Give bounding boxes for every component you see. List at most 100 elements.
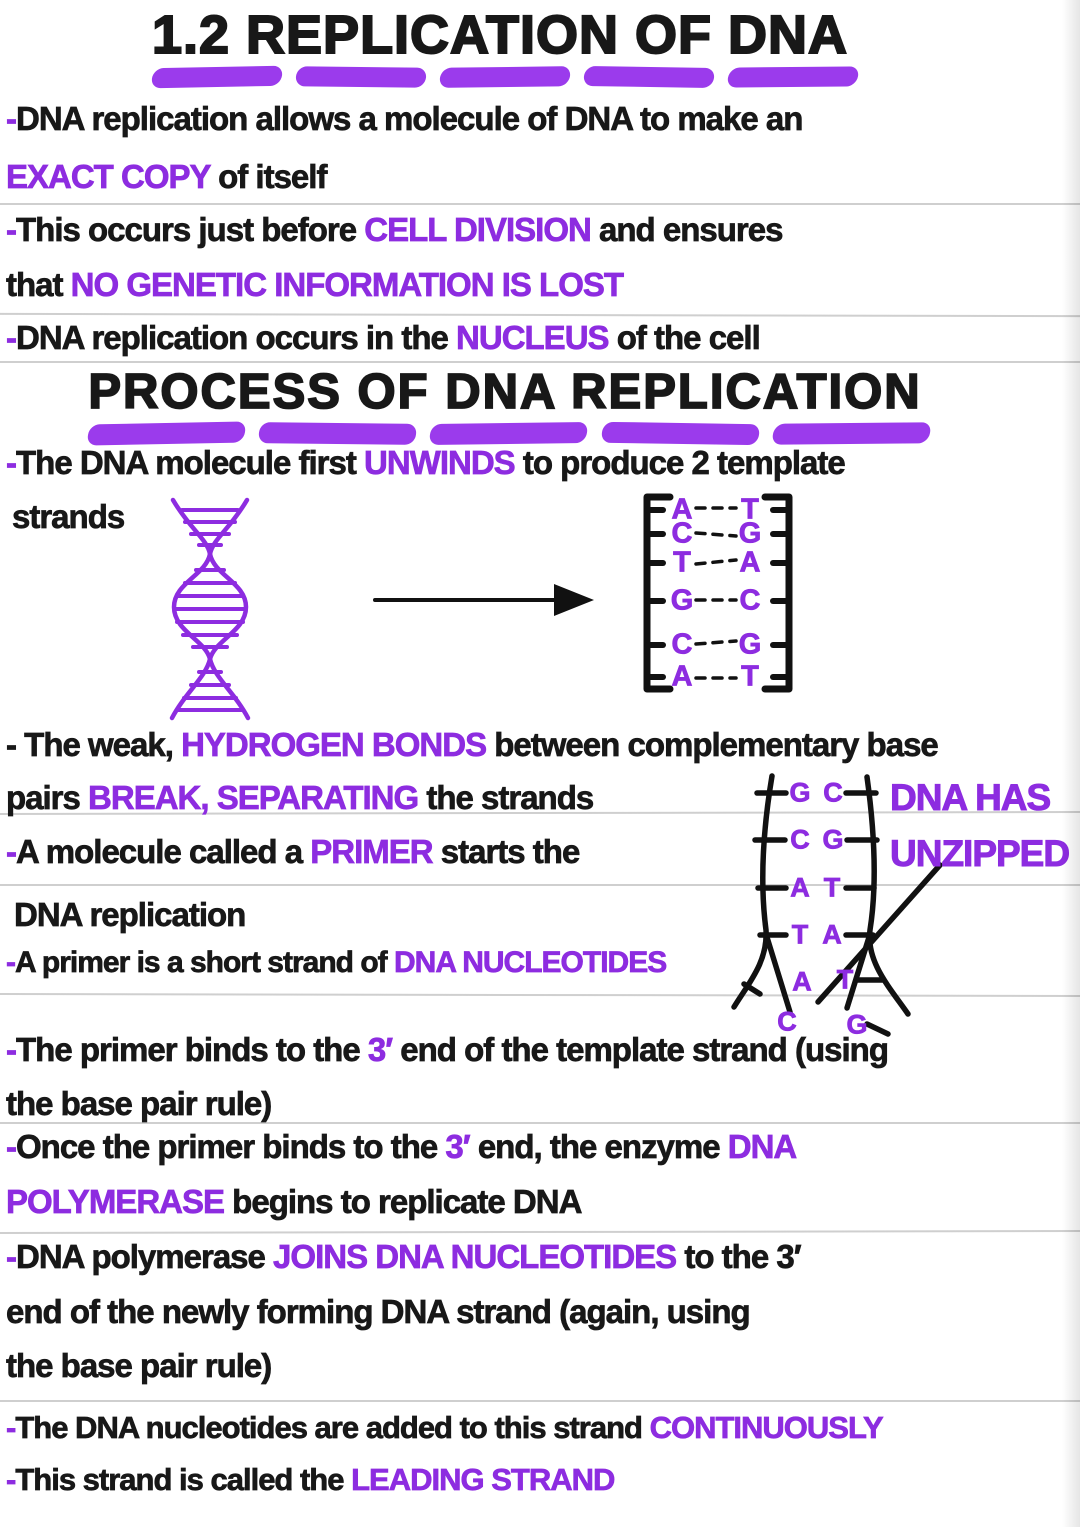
text-segment: - (6, 444, 18, 481)
text-segment: begins to replicate DNA (224, 1183, 583, 1220)
text-segment: BREAK, SEPARATING (88, 779, 420, 816)
text-segment: This occurs just before (16, 211, 365, 248)
text-segment: that (6, 266, 71, 303)
text-segment: and ensures (590, 211, 784, 248)
text-segment: between complementary base (486, 726, 939, 763)
base-letter: G (846, 1009, 868, 1040)
unzipped-strands-drawing (731, 773, 943, 1037)
highlight-stroke (150, 65, 284, 89)
base-letter: T (836, 964, 854, 995)
note-line: the base pair rule) (6, 1347, 273, 1384)
text-segment: end of the template strand (using (392, 1031, 889, 1068)
unzipped-caption-line1: DNA HAS (890, 777, 1052, 819)
text-segment: Once the primer binds to the (16, 1128, 446, 1165)
text-segment: - (6, 211, 18, 248)
text-segment: A primer is a short strand of (15, 946, 394, 979)
ladder-brackets-drawing (643, 493, 793, 693)
note-line: DNA replication (14, 898, 247, 932)
text-segment: CELL DIVISION (364, 211, 592, 248)
text-segment: DNA (727, 1128, 797, 1165)
highlight-stroke (438, 66, 572, 88)
text-segment: This strand is called the (15, 1462, 352, 1497)
text-segment: - (6, 1410, 17, 1445)
highlight-stroke (86, 421, 247, 446)
note-line: -The primer binds to the 3′ end of the t… (6, 1031, 890, 1068)
base-letter: C (777, 1006, 797, 1037)
ruled-line (0, 1122, 1080, 1124)
base-letter: T (741, 660, 760, 693)
base-letter: T (741, 493, 760, 526)
unzipped-caption: DNA HAS UNZIPPED (890, 770, 1080, 881)
note-line: EXACT COPY of itself (6, 158, 328, 195)
note-line: pairs BREAK, SEPARATING the strands (6, 779, 595, 816)
text-segment: UNWINDS (364, 444, 516, 481)
base-letter: C (823, 777, 843, 808)
arrow-icon (370, 580, 598, 620)
ruled-line (0, 1400, 1080, 1402)
base-letter: C (671, 517, 693, 550)
base-letter: G (789, 777, 811, 808)
note-line: -This occurs just before CELL DIVISION a… (6, 211, 784, 248)
text-segment: starts the (432, 833, 580, 870)
base-letter: A (822, 919, 842, 950)
highlight-stroke (294, 66, 428, 88)
ruled-line (0, 312, 1080, 318)
text-segment: A molecule called a (16, 833, 311, 870)
text-segment: EXACT COPY (6, 158, 212, 195)
text-segment: - (6, 833, 18, 870)
highlight-stroke (428, 422, 590, 445)
ruled-line (0, 203, 1080, 205)
base-letter: T (823, 872, 841, 903)
text-segment: the strands (418, 779, 595, 816)
text-segment: PRIMER (310, 833, 434, 870)
text-segment: DNA replication occurs in the (16, 319, 457, 356)
base-letter: A (671, 493, 693, 526)
text-segment: the base pair rule) (6, 1347, 273, 1384)
base-letter: T (673, 546, 692, 579)
base-letter: C (739, 584, 761, 617)
text-segment: - (6, 1031, 18, 1068)
note-line: end of the newly forming DNA strand (aga… (6, 1295, 751, 1329)
unzipped-caption-line2: UNZIPPED (890, 832, 1071, 874)
highlight-stroke (726, 66, 860, 88)
note-line: -Once the primer binds to the 3′ end, th… (6, 1128, 798, 1165)
text-segment: DNA replication allows a molecule of DNA… (16, 100, 804, 137)
text-segment: HYDROGEN BONDS (181, 726, 488, 763)
base-letter: T (791, 919, 809, 950)
note-line: -A primer is a short strand of DNA NUCLE… (6, 946, 668, 979)
text-segment: POLYMERASE (6, 1183, 226, 1220)
base-letter: C (671, 628, 693, 661)
text-segment: DNA polymerase (16, 1238, 274, 1275)
note-line: -DNA replication occurs in the NUCLEUS o… (6, 319, 761, 356)
text-segment: to the 3′ (676, 1238, 802, 1275)
base-letter: G (738, 628, 762, 661)
text-segment: NUCLEUS (456, 319, 610, 356)
text-segment: - (6, 1128, 18, 1165)
base-letter: A (792, 966, 812, 997)
text-segment: - (6, 1462, 17, 1497)
text-segment: The DNA nucleotides are added to this st… (15, 1410, 650, 1445)
highlight-stroke (770, 422, 932, 445)
text-segment: NO GENETIC INFORMATION IS LOST (70, 266, 624, 303)
base-letter: A (739, 546, 761, 579)
text-segment: LEADING STRAND (351, 1462, 616, 1497)
text-segment: CONTINUOUSLY (649, 1410, 884, 1445)
text-segment: The primer binds to the (16, 1031, 368, 1068)
note-line: strands (12, 500, 126, 534)
text-segment: - The weak, (6, 726, 182, 763)
title-highlight-underline (150, 65, 860, 89)
highlight-stroke (582, 65, 716, 89)
note-line: -This strand is called the LEADING STRAN… (6, 1462, 616, 1497)
ruled-line (0, 1230, 1080, 1234)
dna-double-helix-illustration (160, 497, 260, 723)
ruled-line (0, 361, 1080, 363)
section-highlight-underline (86, 421, 932, 446)
text-segment: 3′ (445, 1128, 471, 1165)
base-letter: A (790, 872, 810, 903)
text-segment: - (6, 100, 18, 137)
note-line: -The DNA molecule first UNWINDS to produ… (6, 444, 846, 481)
text-segment: The DNA molecule first (16, 444, 365, 481)
text-segment: end, the enzyme (469, 1128, 728, 1165)
note-line: -A molecule called a PRIMER starts the (6, 833, 581, 870)
highlight-stroke (257, 422, 418, 445)
